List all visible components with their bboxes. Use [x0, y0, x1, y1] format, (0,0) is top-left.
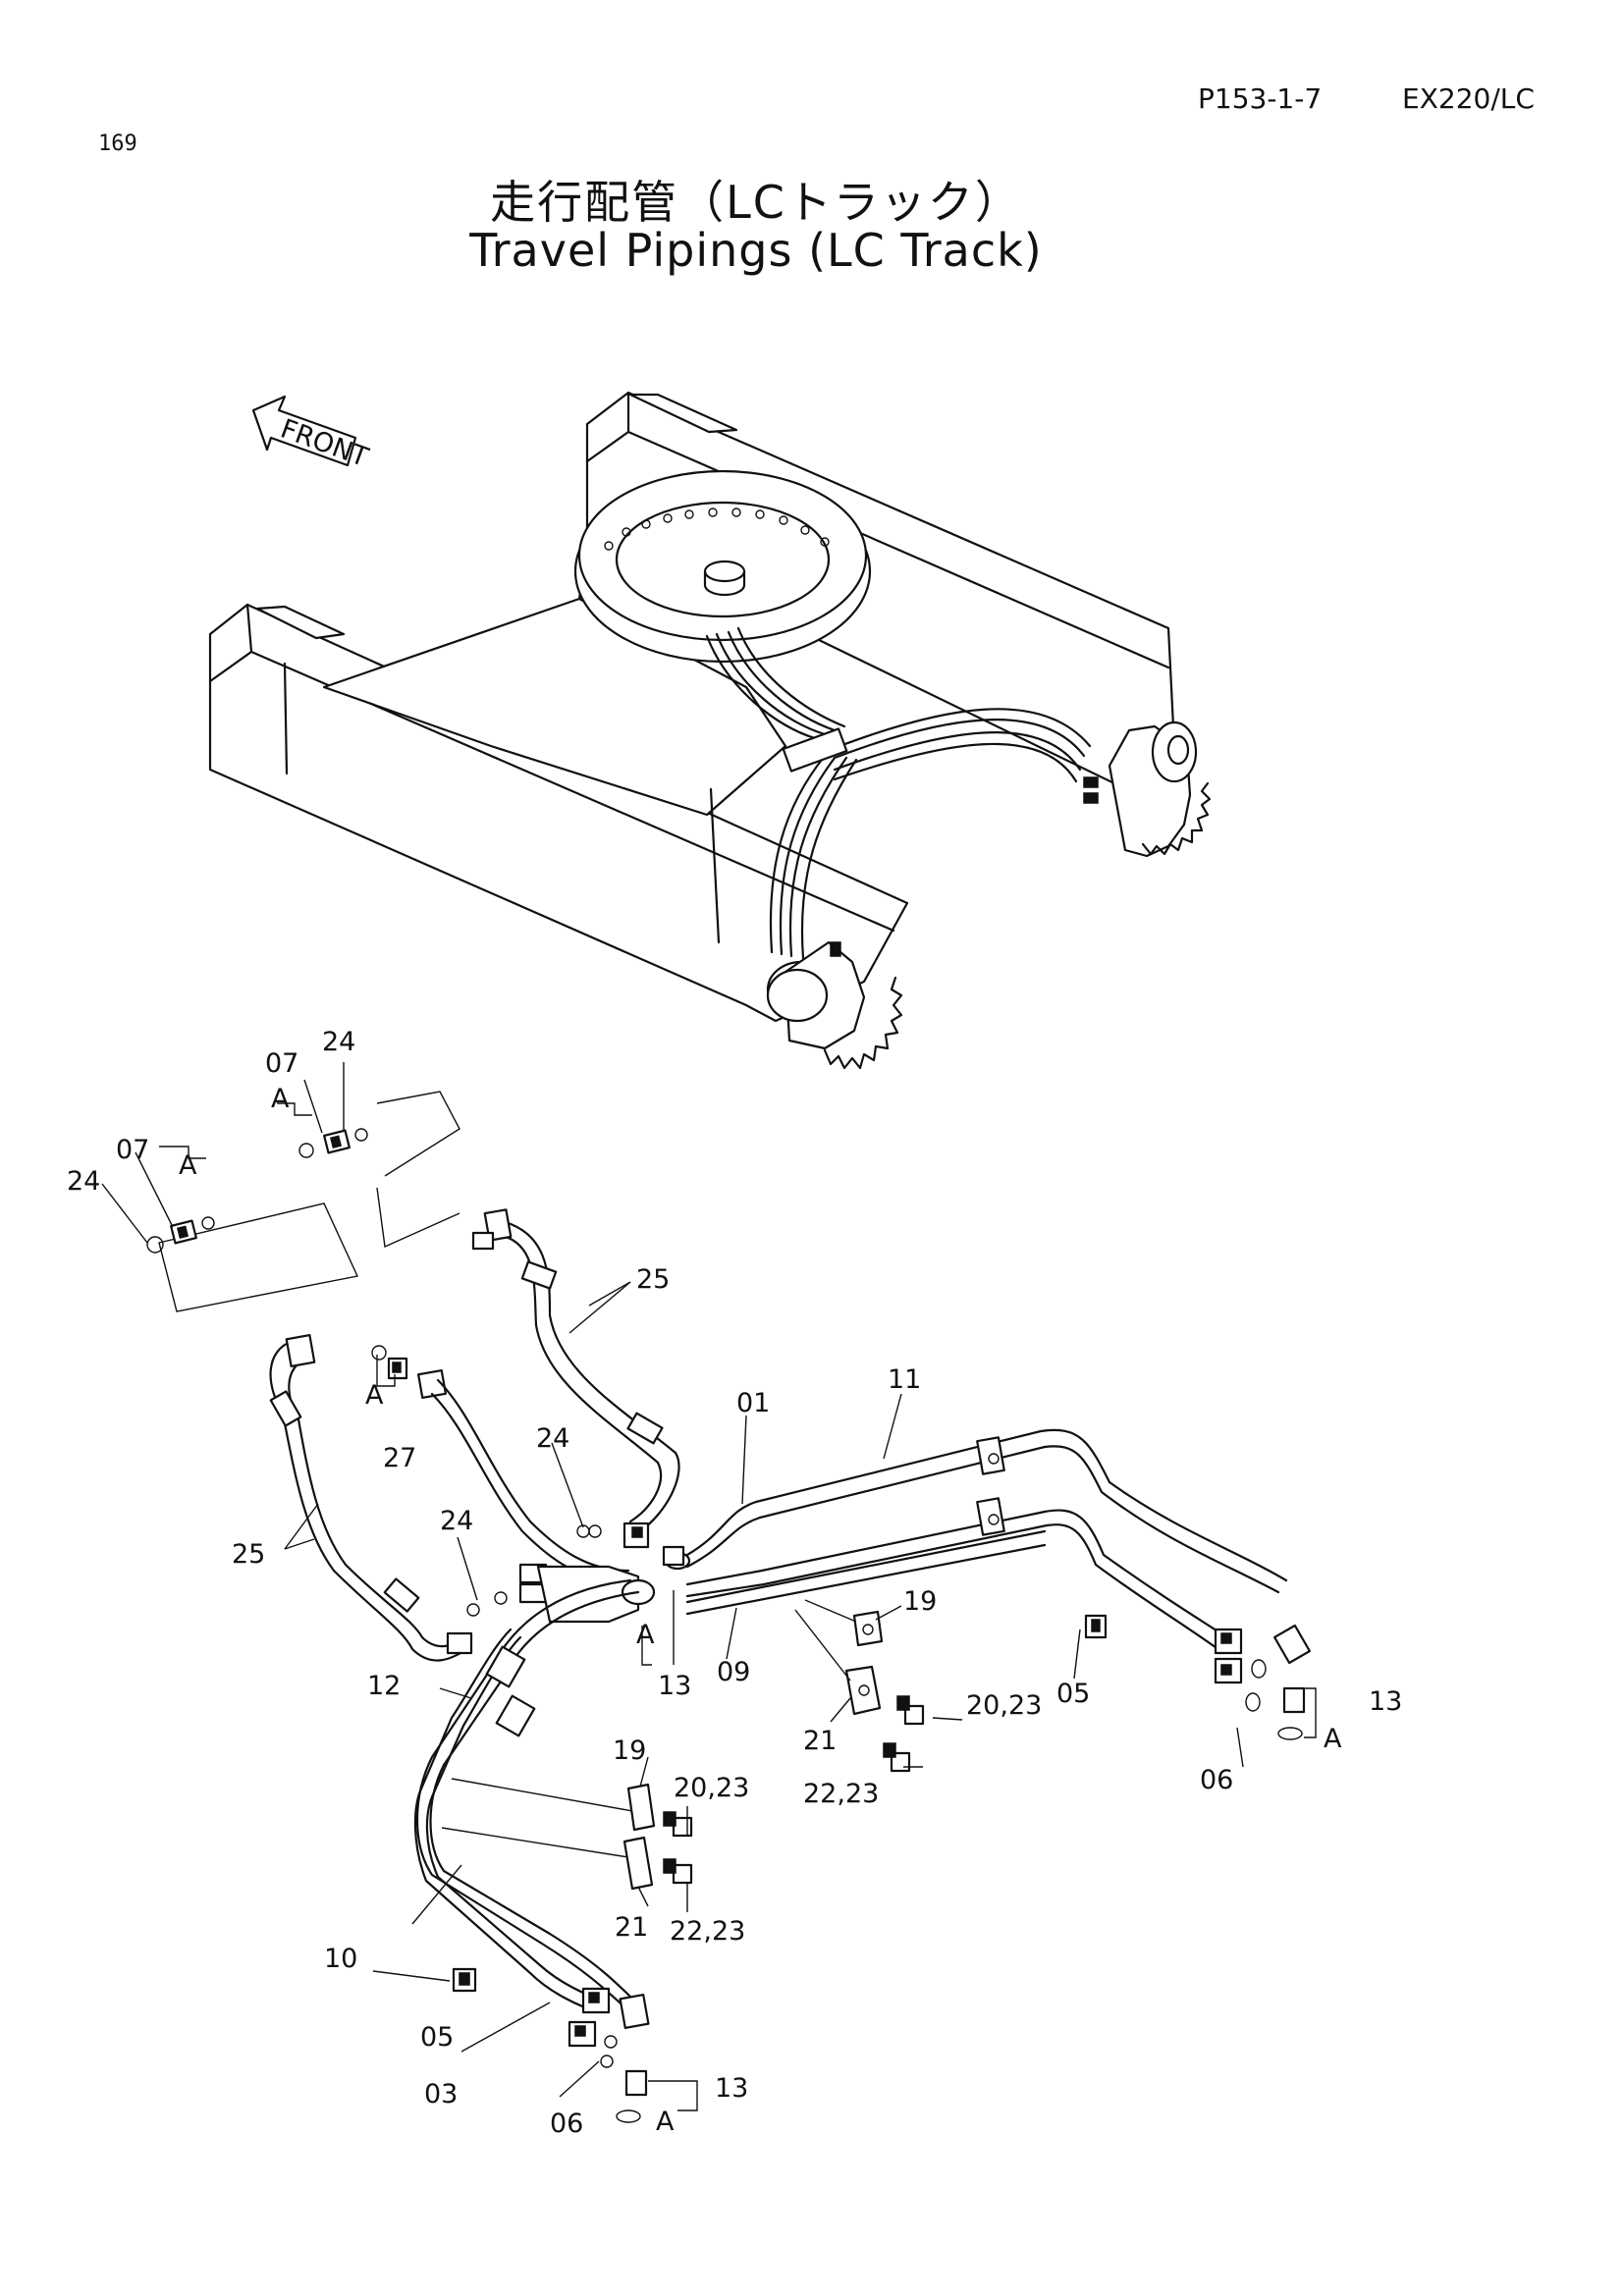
callout-12: 12 — [367, 1671, 401, 1701]
callout-27: 27 — [383, 1443, 416, 1473]
left-travel-motor — [766, 940, 903, 1070]
pipes-12-10 — [413, 1578, 650, 2123]
callout-A-center: A — [636, 1620, 655, 1650]
page-number: 169 — [98, 132, 137, 156]
front-label: FRONT — [277, 413, 373, 473]
model-number: EX220/LC — [1402, 82, 1535, 115]
callout-25-upper: 25 — [636, 1264, 670, 1295]
page-code: P153-1-7 — [1198, 82, 1323, 115]
callout-A-top: A — [271, 1084, 290, 1114]
callout-A-right: A — [1324, 1724, 1342, 1754]
callout-19-upper: 19 — [903, 1586, 937, 1617]
callout-24-left: 24 — [67, 1166, 100, 1197]
track-frame-drawing — [208, 391, 1212, 1070]
callout-05-lower: 05 — [420, 2022, 454, 2053]
clamp-set-lower — [441, 1778, 693, 1891]
callout-24-top: 24 — [322, 1027, 355, 1057]
callout-06-right: 06 — [1200, 1765, 1233, 1795]
callout-09: 09 — [717, 1657, 750, 1687]
fitting-07-left — [146, 1216, 215, 1254]
callout-20-23-lower: 20,23 — [674, 1773, 749, 1803]
exploded-piping-view: 07 24 A 07 24 A 25 25 A 27 24 24 01 11 1… — [67, 1027, 1402, 2139]
fitting-07-top — [298, 1128, 368, 1158]
title-english: Travel Pipings (LC Track) — [469, 224, 1043, 277]
callout-20-23-upper: 20,23 — [966, 1690, 1042, 1721]
callout-A-27: A — [365, 1380, 384, 1411]
callout-24-center: 24 — [536, 1423, 569, 1454]
callout-10: 10 — [324, 1944, 357, 1974]
frame-hoses — [705, 626, 1099, 960]
callout-24-lower: 24 — [440, 1506, 473, 1536]
tee-junction — [536, 1545, 691, 1624]
callout-06-lower: 06 — [550, 2109, 583, 2139]
hose-25-upper — [471, 1208, 680, 1549]
callout-A-lower: A — [656, 2107, 675, 2137]
callout-07-top: 07 — [265, 1048, 298, 1079]
right-travel-motor — [1108, 721, 1212, 858]
callout-03: 03 — [424, 2079, 458, 2109]
front-arrow-icon: FRONT — [251, 395, 373, 473]
callout-19-lower: 19 — [613, 1735, 646, 1766]
callout-13-center: 13 — [658, 1671, 691, 1701]
callout-A-left: A — [179, 1150, 197, 1181]
hose-25-left — [269, 1334, 473, 1662]
callout-13-right: 13 — [1369, 1686, 1402, 1717]
right-end-fittings — [1084, 1614, 1306, 1740]
leader-lines — [101, 1062, 1317, 2111]
pipes-01-11-09 — [685, 1428, 1311, 1684]
clamp-set-upper — [794, 1599, 925, 1773]
callout-01: 01 — [736, 1388, 770, 1418]
callout-05-right: 05 — [1056, 1679, 1090, 1709]
callout-13-lower: 13 — [715, 2073, 748, 2104]
title-japanese: 走行配管（LCトラック） — [490, 176, 1022, 229]
callout-22-23-lower: 22,23 — [670, 1916, 745, 1947]
callout-21-lower: 21 — [615, 1912, 648, 1943]
callout-21-upper: 21 — [803, 1726, 837, 1756]
callout-07-left: 07 — [116, 1135, 149, 1165]
callout-11: 11 — [888, 1364, 921, 1395]
callout-25-left: 25 — [232, 1539, 265, 1570]
callout-22-23-upper: 22,23 — [803, 1779, 879, 1809]
